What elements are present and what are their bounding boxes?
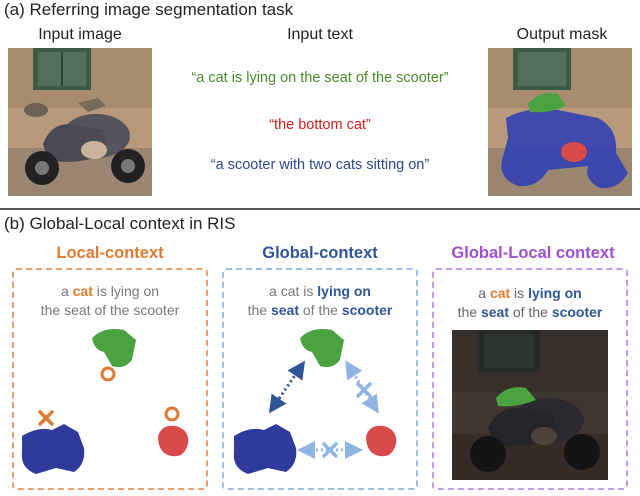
expression-bottom-cat: “the bottom cat”	[269, 117, 371, 133]
light-blue-cross-icon	[322, 442, 338, 458]
global-context-text: a cat is lying on the seat of the scoote…	[247, 283, 393, 318]
local-context-illustration	[21, 329, 189, 474]
input-text-label: Input text	[287, 26, 353, 43]
expression-scooter: “a scooter with two cats sitting on”	[210, 157, 430, 173]
global-local-context-text: a cat is lying on the seat of the scoote…	[457, 285, 603, 320]
light-blue-cross-icon	[356, 382, 372, 398]
output-mask-label: Output mask	[516, 26, 608, 43]
orange-cross-icon	[38, 410, 54, 426]
global-context-panel	[222, 268, 418, 490]
red-cat-mask	[366, 425, 397, 457]
orange-circle-icon	[100, 366, 116, 382]
orange-circle-icon	[164, 406, 180, 422]
green-cat-mask	[300, 329, 344, 368]
green-cat-mask	[92, 329, 136, 368]
section-b-title: (b) Global-Local context in RIS	[4, 214, 236, 233]
global-local-context-title: Global-Local context	[451, 244, 615, 262]
dark-blue-arrow	[268, 360, 306, 414]
red-cat-mask	[158, 425, 189, 457]
blue-scooter-mask	[21, 424, 85, 474]
global-local-context-panel	[432, 268, 628, 490]
section-a-title: (a) Referring image segmentation task	[4, 0, 294, 19]
input-image-label: Input image	[38, 26, 122, 43]
output-mask-image	[488, 48, 632, 196]
global-context-title: Global-context	[262, 244, 378, 262]
global-context-illustration	[233, 329, 397, 474]
input-image	[8, 48, 152, 196]
expression-cat-seat: “a cat is lying on the seat of the scoot…	[191, 70, 449, 86]
local-context-panel	[12, 268, 208, 490]
section-divider	[0, 208, 640, 210]
global-local-result-image	[452, 330, 608, 480]
local-context-title: Local-context	[56, 244, 164, 262]
local-context-text: a cat is lying on the seat of the scoote…	[40, 283, 180, 318]
blue-scooter-mask	[233, 424, 297, 474]
